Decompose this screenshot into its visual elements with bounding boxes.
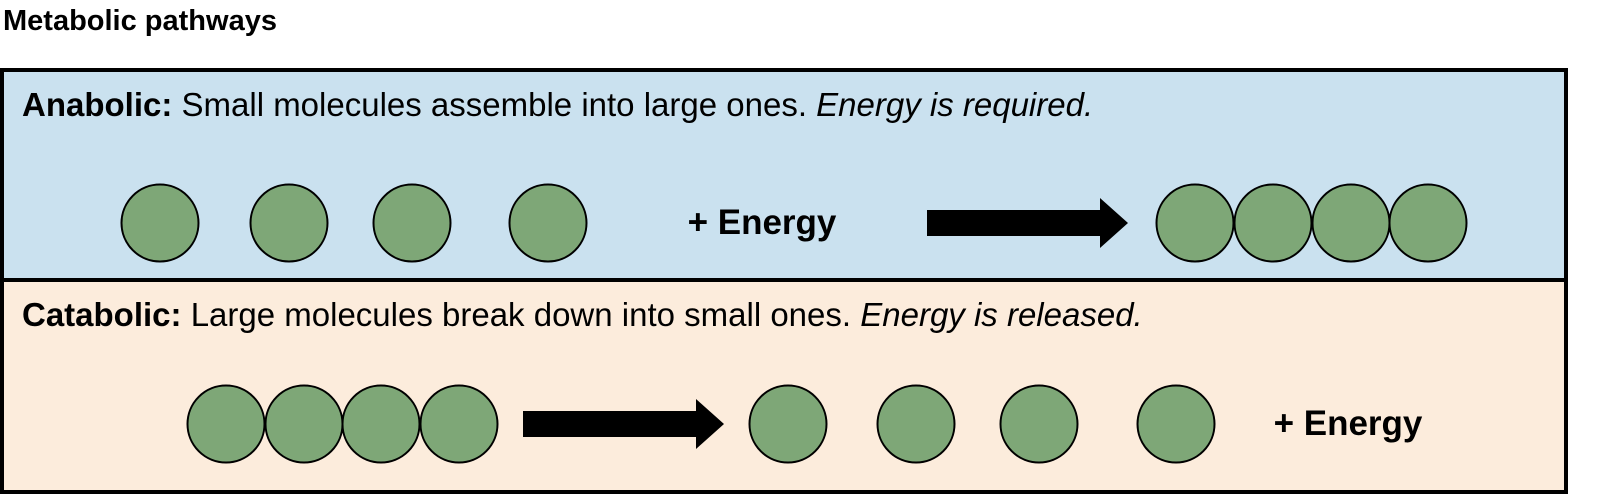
large-molecule-unit (1233, 183, 1313, 263)
small-molecule (1136, 384, 1216, 464)
catabolic-heading: Catabolic: Large molecules break down in… (22, 296, 1143, 333)
anabolic-energy-input: + Energy (688, 203, 837, 242)
diagram-title: Metabolic pathways (3, 5, 277, 37)
large-molecule-unit (1311, 183, 1391, 263)
anabolic-heading: Anabolic: Small molecules assemble into … (22, 86, 1093, 123)
outer-border (0, 68, 1568, 494)
anabolic-panel: Anabolic: Small molecules assemble into … (2, 70, 1566, 280)
large-molecule-unit (186, 384, 266, 464)
anabolic-description: Small molecules assemble into large ones… (172, 86, 816, 123)
anabolic-energy-note: Energy is required. (816, 86, 1093, 123)
catabolic-panel: Catabolic: Large molecules break down in… (2, 280, 1566, 492)
small-molecule (372, 183, 452, 263)
small-molecule (249, 183, 329, 263)
small-molecule (748, 384, 828, 464)
anabolic-label: Anabolic: (22, 86, 172, 123)
small-molecule (876, 384, 956, 464)
reaction-arrow-icon (523, 399, 724, 449)
small-molecule (999, 384, 1079, 464)
reaction-arrow-icon (927, 198, 1128, 248)
large-molecule-unit (264, 384, 344, 464)
large-molecule-unit (1388, 183, 1468, 263)
large-molecule-unit (419, 384, 499, 464)
large-molecule-unit (341, 384, 421, 464)
catabolic-label: Catabolic: (22, 296, 182, 333)
catabolic-description: Large molecules break down into small on… (182, 296, 861, 333)
small-molecule (508, 183, 588, 263)
catabolic-energy-output: + Energy (1274, 404, 1423, 443)
small-molecule (120, 183, 200, 263)
large-molecule-unit (1155, 183, 1235, 263)
catabolic-energy-note: Energy is released. (860, 296, 1142, 333)
